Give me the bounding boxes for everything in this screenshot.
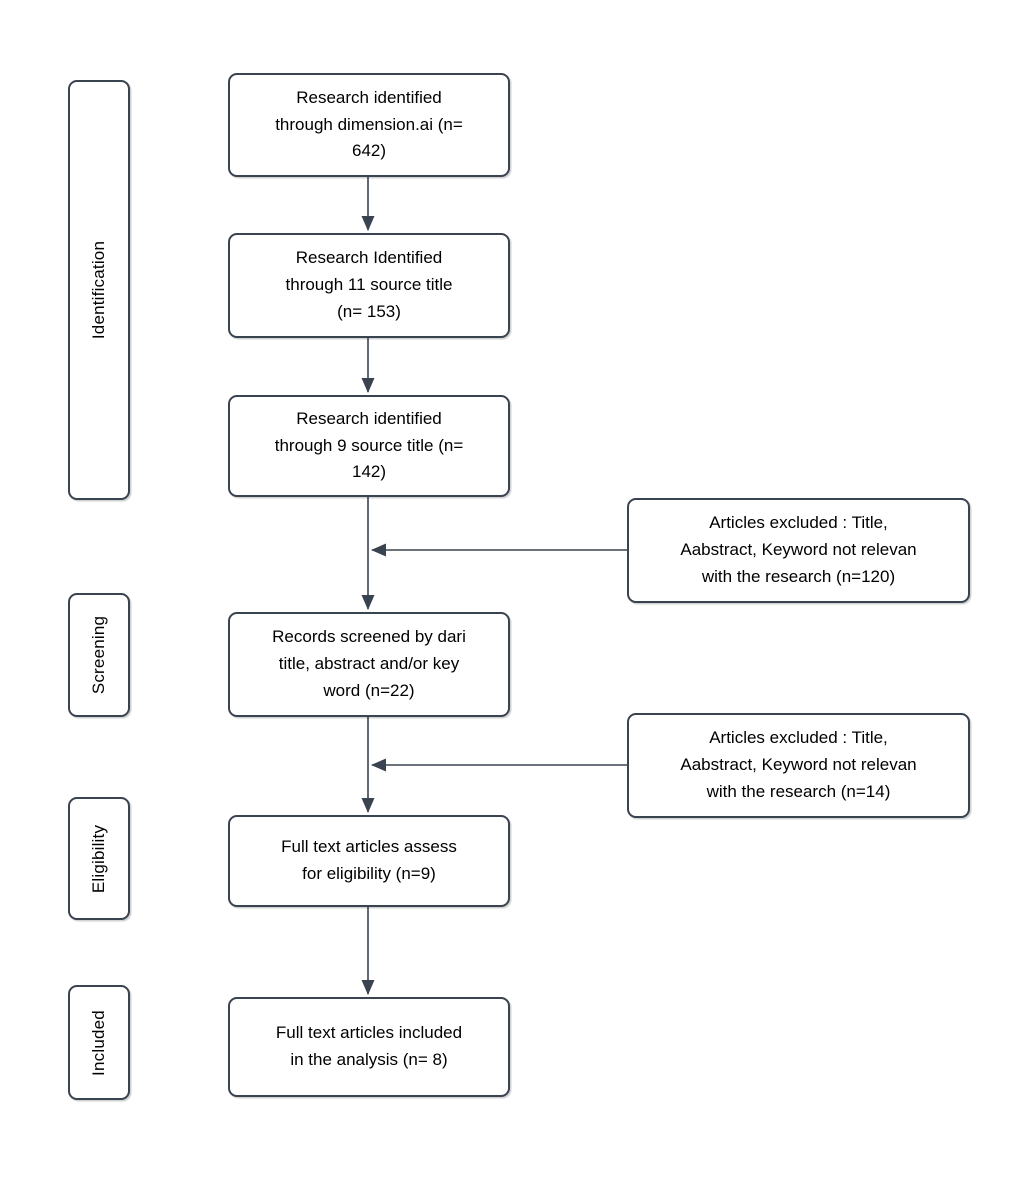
stage-label-included: Included xyxy=(89,1009,108,1076)
stage-box-identification: Identification xyxy=(68,80,130,500)
stage-box-included: Included xyxy=(68,985,130,1100)
flow-box-text: Research identified through 9 source tit… xyxy=(274,408,464,482)
flow-box-text: Full text articles included in the analy… xyxy=(275,1023,463,1069)
flow-box-research-11-source: Research Identified through 11 source ti… xyxy=(228,233,510,338)
exclusion-box-text: Articles excluded : Title, Aabstract, Ke… xyxy=(680,728,917,801)
exclusion-box-screening: Articles excluded : Title, Aabstract, Ke… xyxy=(627,498,970,603)
flow-box-fulltext-assessed: Full text articles assess for eligibilit… xyxy=(228,815,510,907)
exclusion-box-eligibility: Articles excluded : Title, Aabstract, Ke… xyxy=(627,713,970,818)
flow-box-research-dimension-ai: Research identified through dimension.ai… xyxy=(228,73,510,177)
flow-box-text: Research identified through dimension.ai… xyxy=(275,87,463,161)
flow-box-records-screened: Records screened by dari title, abstract… xyxy=(228,612,510,717)
flow-box-fulltext-included: Full text articles included in the analy… xyxy=(228,997,510,1097)
flow-box-text: Records screened by dari title, abstract… xyxy=(272,627,466,700)
flow-box-text: Research Identified through 11 source ti… xyxy=(285,248,453,321)
stage-label-eligibility: Eligibility xyxy=(89,824,108,893)
exclusion-box-text: Articles excluded : Title, Aabstract, Ke… xyxy=(680,513,917,586)
stage-label-screening: Screening xyxy=(89,615,109,695)
flow-box-text: Full text articles assess for eligibilit… xyxy=(281,837,457,883)
stage-box-eligibility: Eligibility xyxy=(68,797,130,920)
flow-box-research-9-source: Research identified through 9 source tit… xyxy=(228,395,510,497)
stage-label-identification: Identification xyxy=(89,240,109,340)
stage-box-screening: Screening xyxy=(68,593,130,717)
